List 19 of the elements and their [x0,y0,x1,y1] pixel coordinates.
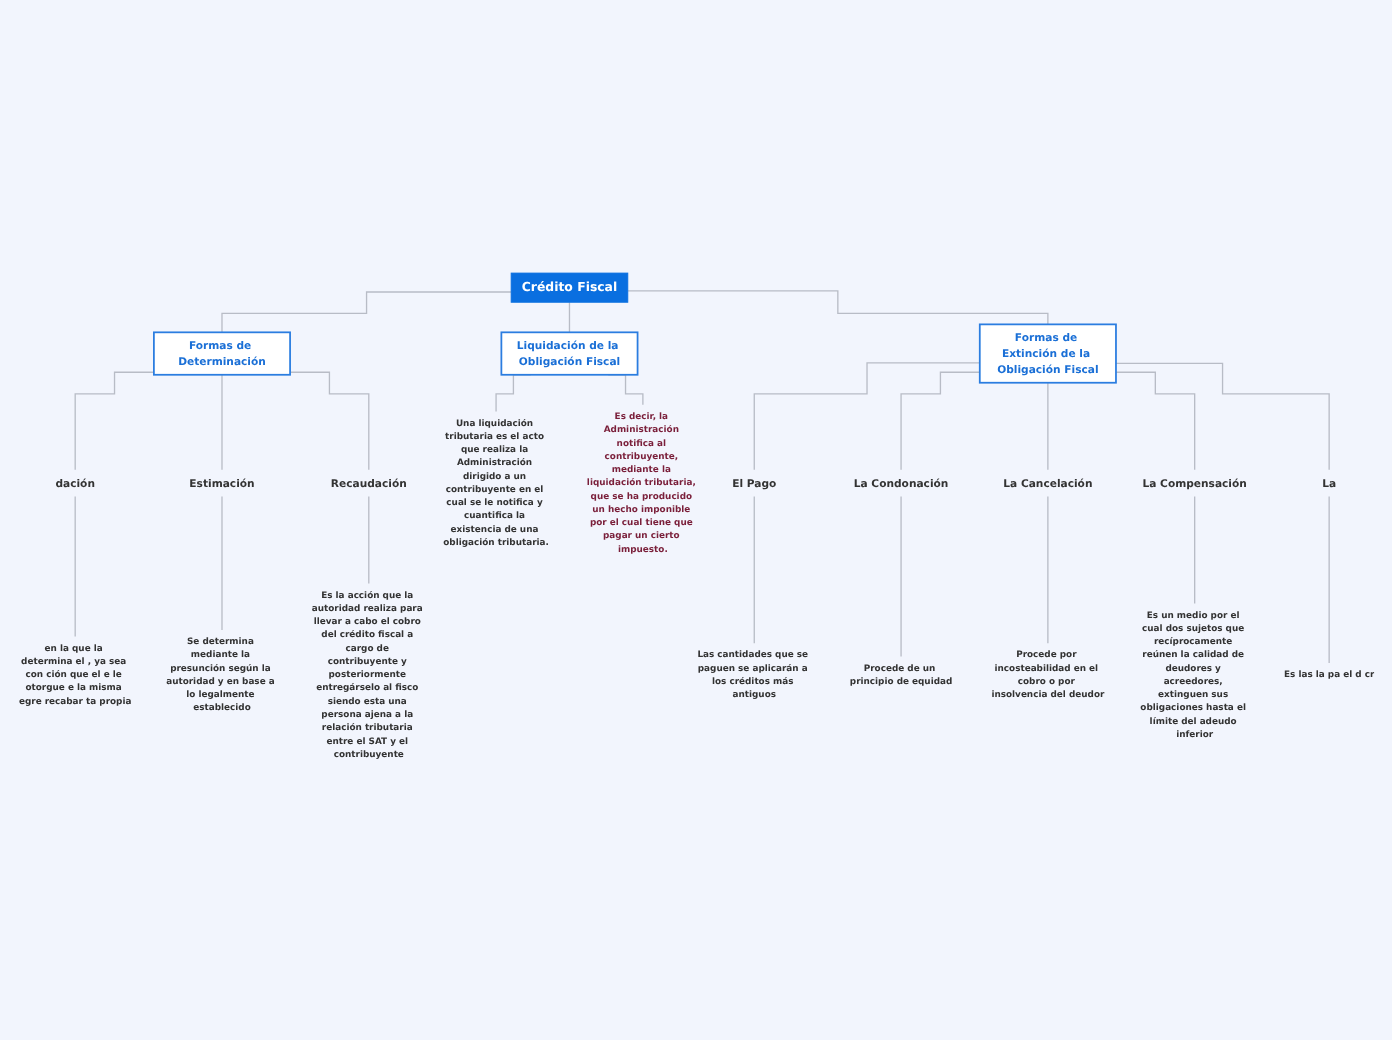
connector [368,495,370,585]
connector [289,371,370,471]
connector [221,495,223,631]
connector [1115,362,1330,471]
connector [1047,495,1049,645]
connector [1047,382,1049,471]
connector [753,495,755,645]
connector [221,374,223,471]
connector [74,371,155,471]
connector [753,362,981,471]
connector [900,495,902,658]
connector [1115,371,1196,471]
connector [627,290,1049,326]
connector [568,301,571,334]
connector [1194,495,1196,605]
connector [74,495,76,638]
connector [900,371,981,471]
connector [221,291,512,334]
connector [1328,495,1330,664]
